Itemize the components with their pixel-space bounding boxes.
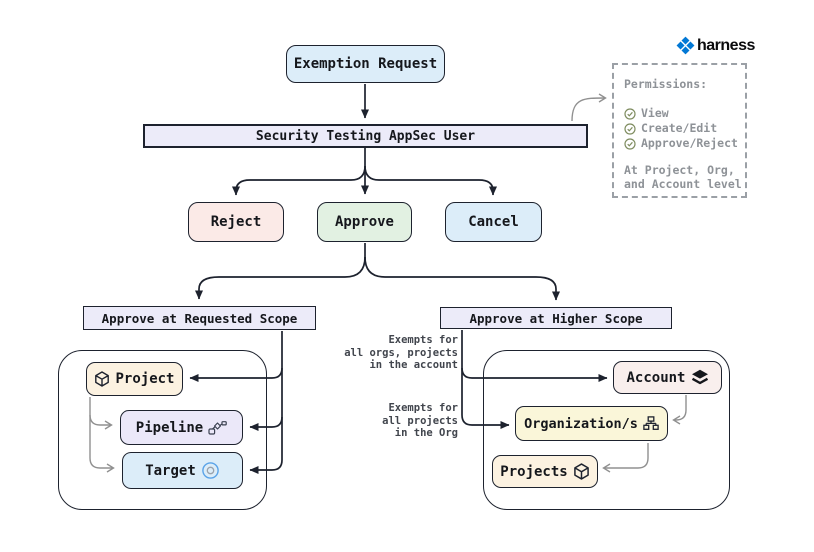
permissions-title: Permissions:: [624, 77, 708, 91]
exemption-request-node: Exemption Request: [286, 45, 445, 83]
harness-logo-icon: [676, 36, 695, 55]
requested-scope-label: Approve at Requested Scope: [101, 310, 298, 326]
pipeline-icon: [208, 420, 228, 435]
pipeline-node: Pipeline: [120, 410, 243, 445]
organizations-label: Organization/s: [524, 415, 638, 432]
connector-approve-to-higher-scope: [364, 256, 560, 301]
project-node: Project: [86, 362, 183, 396]
connector-appsec-to-reject: [232, 165, 366, 196]
organizations-node: Organization/s: [515, 406, 668, 441]
org-exemption-note: Exempts for all projects in the Org: [382, 402, 458, 439]
exemption-request-label: Exemption Request: [293, 56, 438, 72]
approve-label: Approve: [334, 214, 394, 230]
project-label: Project: [115, 371, 175, 387]
permission-item-view: View: [624, 107, 745, 120]
target-icon: [201, 461, 220, 480]
cancel-node: Cancel: [445, 202, 542, 242]
check-circle-icon: [624, 137, 636, 150]
permission-label: View: [641, 106, 669, 120]
connector-appsec-to-cancel: [364, 165, 497, 196]
reject-node: Reject: [188, 202, 284, 242]
harness-logo-text: harness: [697, 36, 755, 54]
permission-label: Approve/Reject: [641, 136, 738, 150]
higher-scope-node: Approve at Higher Scope: [440, 307, 672, 329]
appsec-user-node: Security Testing AppSec User: [143, 124, 588, 148]
permission-label: Create/Edit: [641, 121, 718, 135]
org-chart-icon: [643, 415, 659, 432]
higher-scope-label: Approve at Higher Scope: [469, 310, 643, 326]
layers-icon: [691, 369, 709, 386]
projects-node: Projects: [492, 455, 598, 488]
connector-approve-to-requested-scope: [195, 256, 366, 300]
account-label: Account: [626, 369, 686, 386]
requested-scope-node: Approve at Requested Scope: [83, 306, 316, 330]
cube-icon: [573, 463, 590, 480]
target-label: Target: [145, 462, 196, 479]
permissions-footer: At Project, Org, and Account level: [624, 163, 742, 191]
check-circle-icon: [624, 122, 636, 135]
check-circle-icon: [624, 107, 636, 120]
permission-item-create-edit: Create/Edit: [624, 122, 745, 135]
harness-logo: harness: [676, 36, 755, 55]
account-node: Account: [613, 361, 722, 394]
account-exemption-note: Exempts for all orgs, projects in the ac…: [344, 334, 458, 371]
approve-node: Approve: [317, 202, 412, 242]
cancel-label: Cancel: [468, 214, 519, 230]
permissions-panel: Permissions: View Create/Edit Approve/Re…: [612, 63, 747, 198]
cube-icon: [94, 371, 110, 387]
reject-label: Reject: [210, 214, 262, 230]
connector-appsec-to-permissions: [571, 98, 605, 122]
pipeline-label: Pipeline: [135, 419, 204, 436]
permission-item-approve-reject: Approve/Reject: [624, 137, 745, 150]
projects-label: Projects: [500, 463, 568, 480]
appsec-user-label: Security Testing AppSec User: [255, 128, 476, 144]
target-node: Target: [122, 452, 243, 489]
